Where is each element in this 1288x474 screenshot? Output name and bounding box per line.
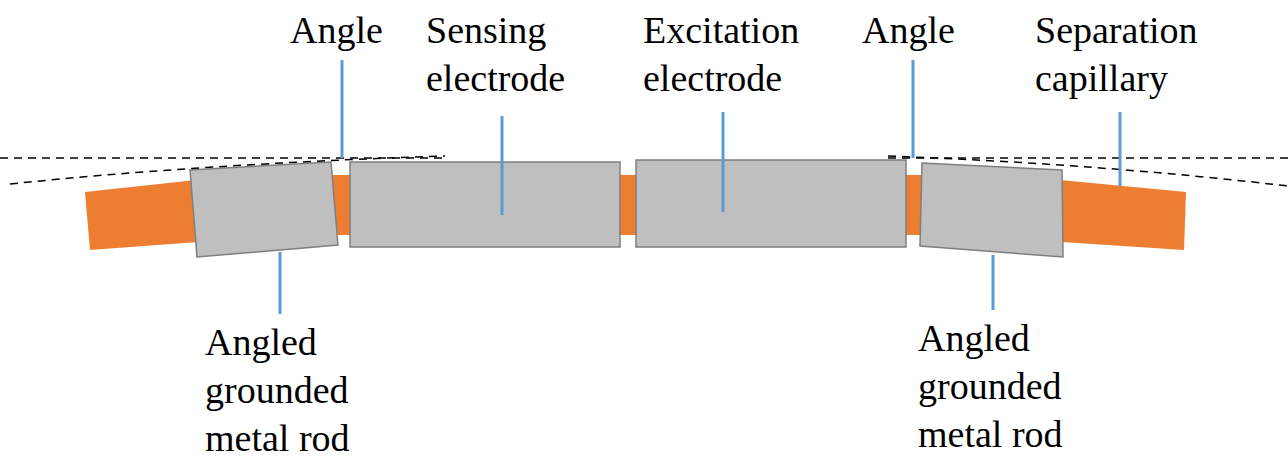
angle-label: Angle [862, 6, 972, 54]
leader-line [1119, 112, 1122, 186]
part-label: Sensing electrode [426, 6, 596, 102]
part-label: Angled grounded metal rod [918, 314, 1103, 458]
leader-line [279, 252, 282, 314]
excitation-electrode [636, 160, 906, 247]
part-label: Angled grounded metal rod [205, 318, 390, 462]
grounded-rod-left [190, 162, 338, 257]
angle-label: Angle [290, 6, 400, 54]
angle-line [10, 156, 445, 184]
angle-line [888, 156, 1288, 186]
sensing-electrode [350, 162, 620, 247]
capillary-right [1060, 180, 1186, 250]
leader-line [341, 60, 344, 158]
capillary-left [85, 180, 198, 250]
leader-line [912, 60, 915, 158]
grounded-rod-right [920, 163, 1063, 257]
leader-line [992, 255, 995, 310]
leader-line [722, 112, 725, 212]
part-label: Excitation electrode [643, 6, 828, 102]
part-label: Separation capillary [1035, 6, 1235, 102]
leader-line [501, 116, 504, 215]
